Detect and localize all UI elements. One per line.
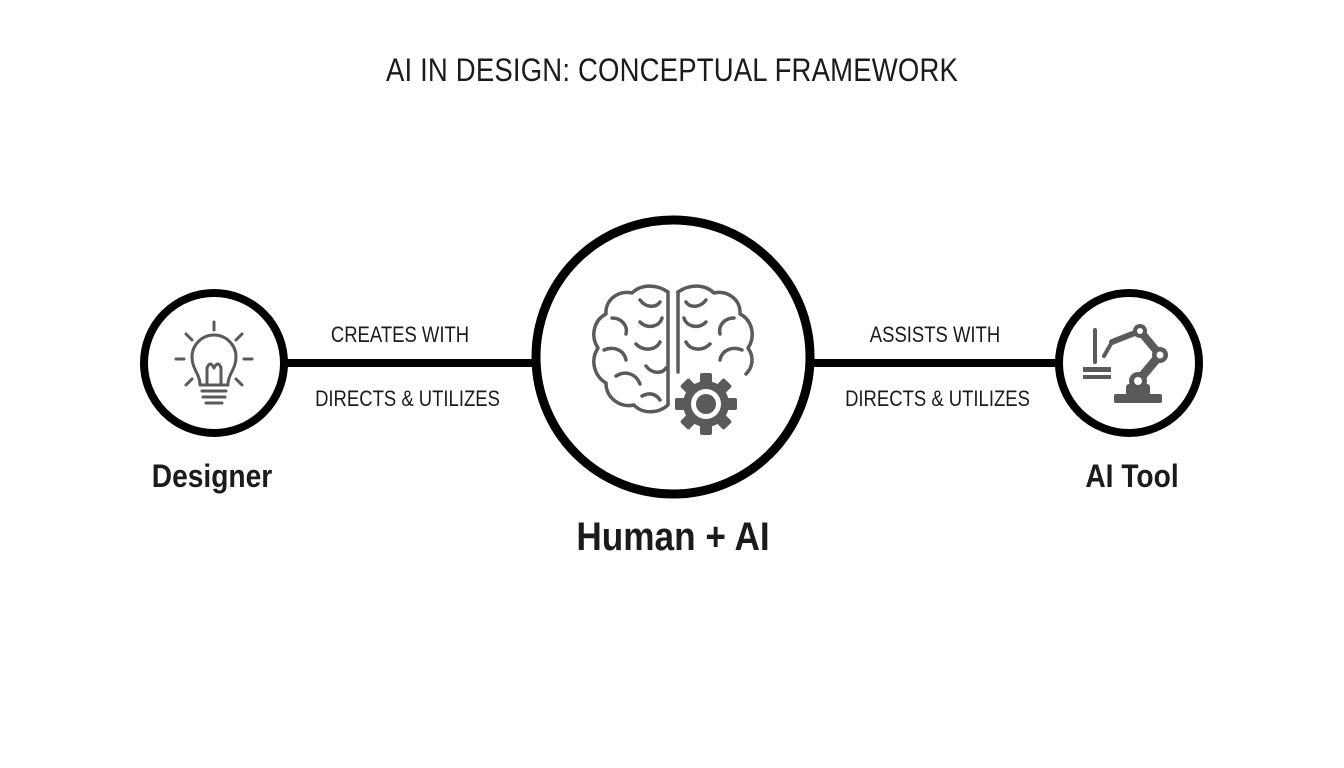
gear-icon	[675, 373, 737, 435]
brain-icon	[592, 284, 754, 414]
center-circle	[531, 215, 815, 499]
ai-tool-node	[1055, 289, 1203, 437]
center-node	[531, 215, 815, 499]
ai-tool-circle	[1055, 289, 1203, 437]
right-edge-top-label: ASSISTS WITH	[869, 322, 1001, 347]
right-edge-bottom-label: DIRECTS & UTILIZES	[845, 386, 1030, 411]
left-edge-top-label: CREATES WITH	[330, 322, 470, 347]
designer-node	[140, 289, 288, 437]
left-edge-bottom-label: DIRECTS & UTILIZES	[315, 386, 500, 411]
designer-circle	[140, 289, 288, 437]
designer-label: Designer	[151, 458, 273, 494]
ai-tool-label: AI Tool	[1085, 458, 1179, 494]
brain-gear-icon	[592, 284, 754, 435]
center-label: Human + AI	[576, 515, 770, 559]
diagram-title: AI IN DESIGN: CONCEPTUAL FRAMEWORK	[385, 52, 959, 88]
lightbulb-icon	[174, 320, 254, 405]
